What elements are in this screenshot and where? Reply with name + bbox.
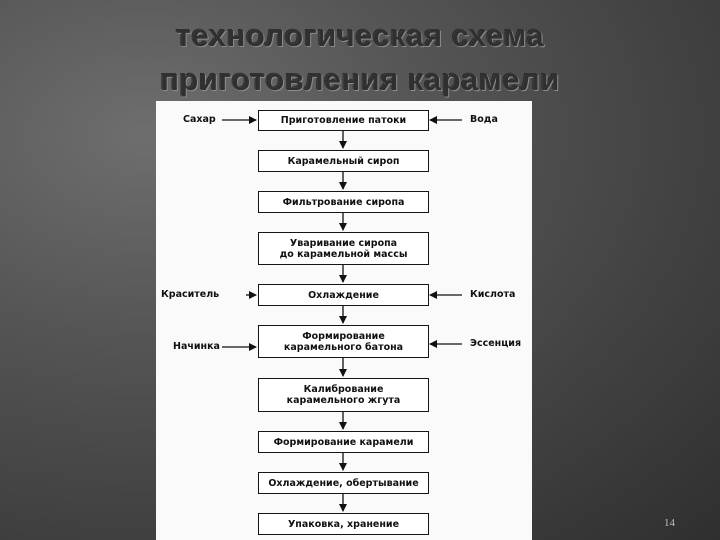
step-label-2: Карамельный сироп — [287, 155, 400, 167]
step-box-5: Охлаждение — [258, 284, 429, 306]
step-box-9: Охлаждение, обертывание — [258, 472, 429, 494]
page-number: 14 — [664, 517, 675, 529]
slide-title-line-2: приготовления карамели — [160, 62, 560, 97]
step-label-7: Калибрование карамельного жгута — [286, 384, 401, 406]
step-label-6: Формирование карамельного батона — [283, 330, 404, 353]
step-box-2: Карамельный сироп — [258, 150, 429, 172]
input-label-left-6: Начинка — [173, 341, 220, 352]
step-label-5: Охлаждение — [308, 289, 379, 301]
step-label-8: Формирование карамели — [273, 436, 414, 448]
slide-title: технологическая схема приготовления кара… — [0, 14, 720, 102]
step-label-10: Упаковка, хранение — [287, 518, 400, 530]
step-box-7: Калибрование карамельного жгута — [258, 378, 429, 412]
step-label-4: Уваривание сиропа до карамельной массы — [279, 237, 408, 260]
step-box-4: Уваривание сиропа до карамельной массы — [258, 232, 429, 265]
step-label-3: Фильтрование сиропа — [282, 196, 405, 208]
slide-title-line-1: технологическая схема — [175, 18, 545, 53]
input-label-right-5: Кислота — [470, 289, 516, 300]
input-label-right-1: Вода — [470, 114, 498, 125]
input-label-left-5: Краситель — [161, 289, 220, 300]
step-box-10: Упаковка, хранение — [258, 513, 429, 535]
input-label-right-6: Эссенция — [470, 338, 522, 349]
step-box-3: Фильтрование сиропа — [258, 191, 429, 213]
step-label-9: Охлаждение, обертывание — [268, 477, 419, 489]
step-label-1: Приготовление патоки — [280, 115, 407, 126]
step-box-8: Формирование карамели — [258, 431, 429, 453]
input-label-left-1: Сахар — [183, 114, 216, 125]
flow-connectors — [222, 116, 462, 512]
process-flow-diagram: Приготовление патоки Карамельный сироп Ф… — [156, 101, 532, 540]
step-box-1: Приготовление патоки — [258, 110, 429, 131]
step-box-6: Формирование карамельного батона — [258, 325, 429, 358]
